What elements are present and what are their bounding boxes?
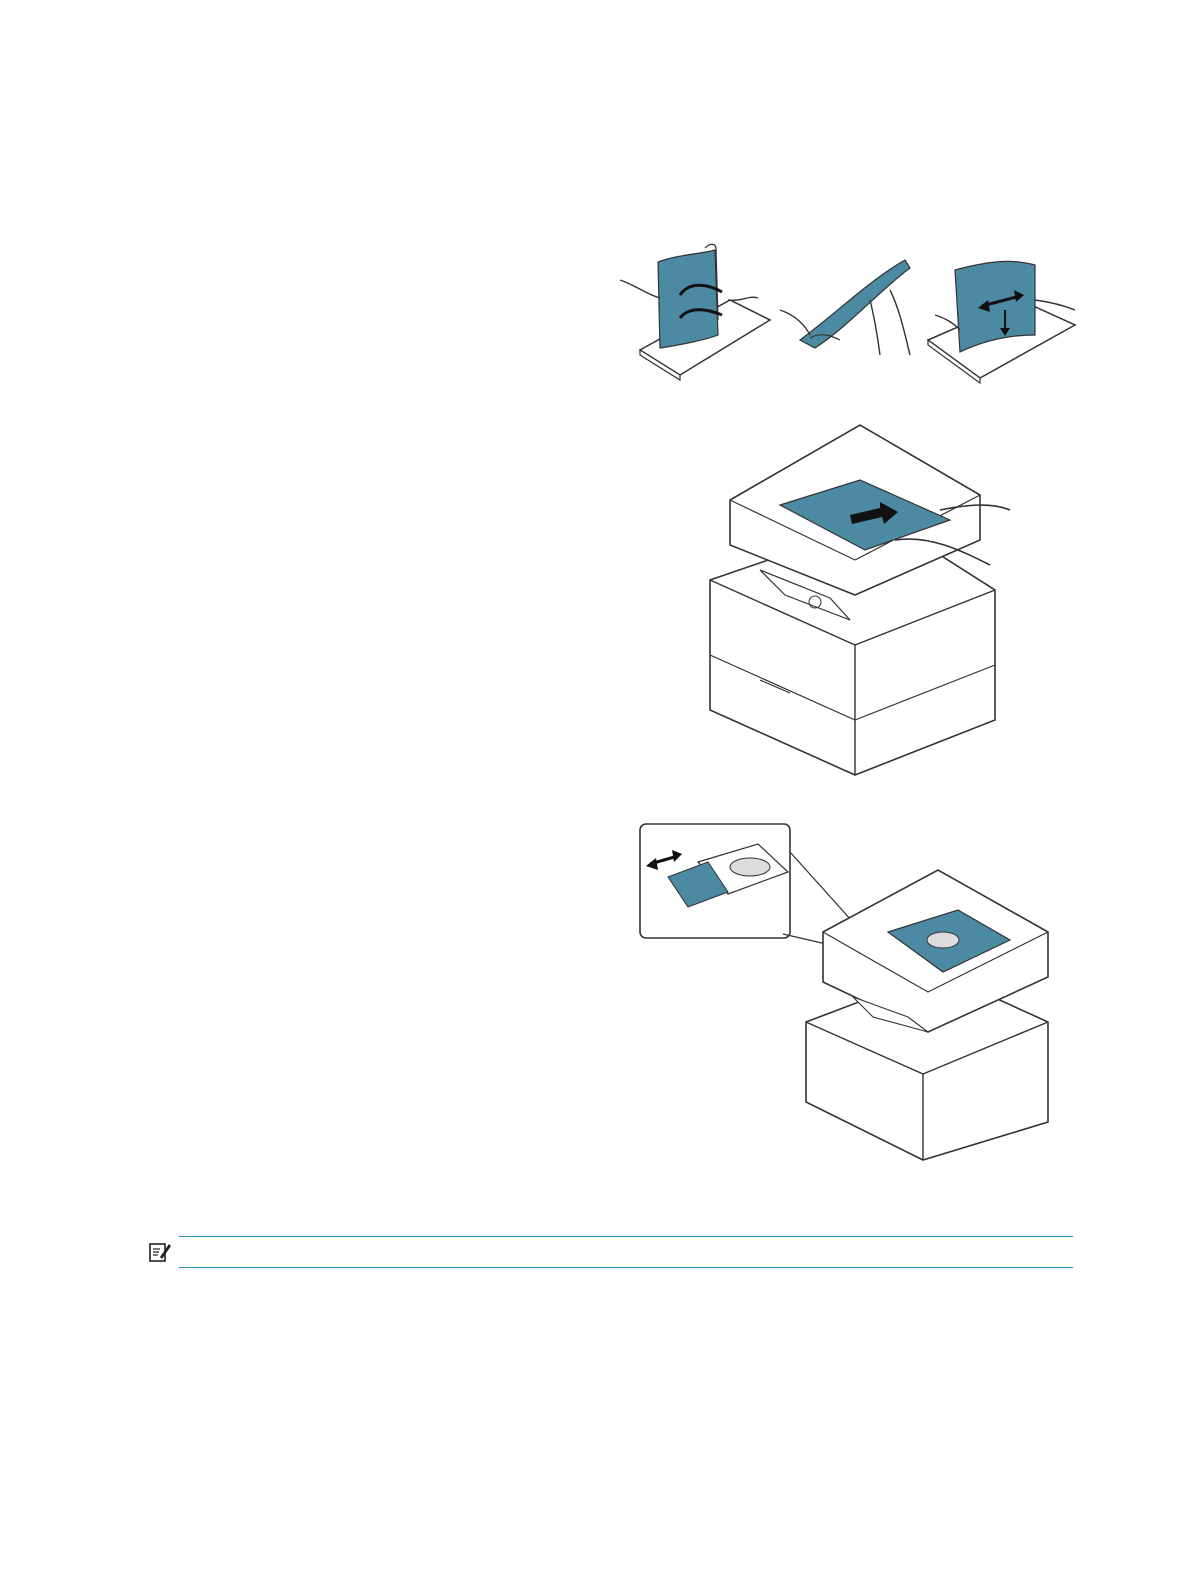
align-stack-panel (928, 261, 1075, 383)
note-bottom-rule (179, 1267, 1073, 1268)
load-adf-illustration (700, 420, 1015, 780)
note-pencil-icon (148, 1240, 172, 1264)
note-box (148, 1236, 1073, 1268)
fan-stack-panel (780, 260, 910, 355)
note-top-rule (179, 1236, 1073, 1237)
adjust-guides-illustration (638, 822, 1058, 1162)
flex-stack-panel (620, 244, 770, 380)
fan-paper-illustration (610, 240, 1080, 385)
